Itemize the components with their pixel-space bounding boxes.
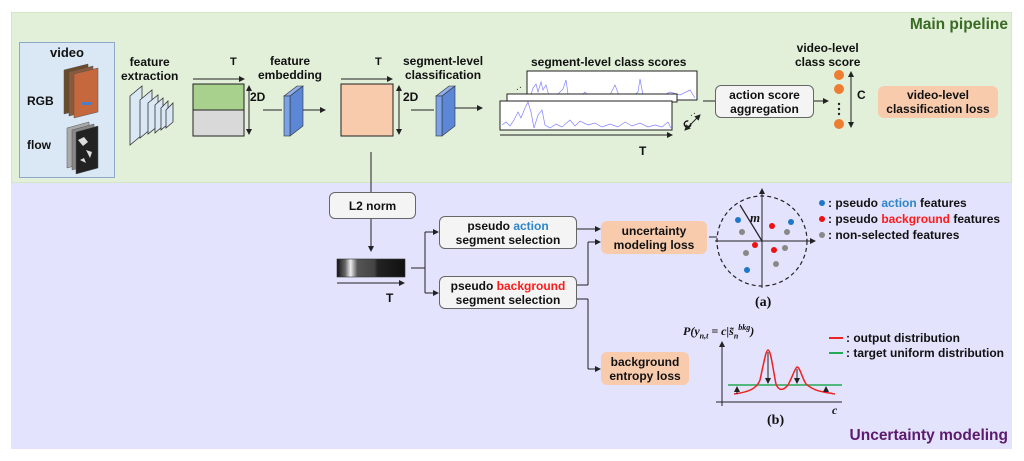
video-level-classification-loss-box: video-level classification loss <box>878 86 998 118</box>
pseudo-action-prefix: pseudo <box>467 218 514 233</box>
uncertainty-modeling-loss-box: uncertainty modeling loss <box>601 221 707 254</box>
red-line-icon <box>829 337 843 339</box>
legend-b-output: : output distribution <box>829 331 960 345</box>
svg-text:.·: .· <box>516 82 522 93</box>
legend-a-action-suffix: features <box>916 196 967 210</box>
pseudo-background-suffix: segment selection <box>455 292 561 307</box>
legend-b-target-label: : target uniform distribution <box>846 346 1004 360</box>
pseudo-background-prefix: pseudo <box>450 278 497 293</box>
video-label: video <box>50 45 84 60</box>
legend-a-action: : pseudo action features <box>819 196 967 210</box>
legend-b-output-label: : output distribution <box>846 331 960 345</box>
cnn-stack-icon <box>129 85 174 146</box>
pseudo-action-highlight: action <box>513 218 549 233</box>
subfig-b-y-label: P(yn,t = c|s̃nbkg) <box>683 323 755 341</box>
legend-a-background: : pseudo background features <box>819 212 1000 226</box>
background-entropy-loss-box: background entropy loss <box>601 352 689 385</box>
classification-layer <box>435 95 443 137</box>
legend-a-background-prefix: : pseudo <box>828 212 878 226</box>
red-dot-icon <box>819 216 825 222</box>
feature-embedding-layer <box>283 95 291 137</box>
flow-feature-block <box>192 109 245 137</box>
l2-norm-box: L2 norm <box>329 192 416 219</box>
norm-bar-t-label: T <box>386 291 394 305</box>
subfig-b-x-label: c <box>832 403 838 417</box>
subfig-a-caption: (a) <box>755 295 772 310</box>
legend-b-target: : target uniform distribution <box>829 346 1004 360</box>
class-scores-t-label: T <box>639 144 647 158</box>
distribution-plot <box>716 341 842 406</box>
legend-a-action-highlight: action <box>881 196 917 210</box>
feature-embedding-label: feature embedding <box>258 54 323 82</box>
rgb-feature-block <box>192 83 245 111</box>
pseudo-action-suffix: segment selection <box>455 232 561 247</box>
video-level-class-score-label: video-level class score <box>795 41 861 69</box>
legend-a-action-prefix: : pseudo <box>828 196 878 210</box>
2d-label-1: 2D <box>250 90 266 104</box>
flow-label: flow <box>27 138 51 152</box>
embedded-feature-block <box>340 83 394 137</box>
class-score-plots: .· .· <box>499 70 698 131</box>
legend-a-background-highlight: background <box>881 212 951 226</box>
subfig-b-caption: (b) <box>767 413 785 428</box>
t-label-1: T <box>230 56 237 68</box>
svg-text:.·: .· <box>690 108 696 119</box>
pseudo-action-selection-box: pseudo action segment selection <box>439 216 577 249</box>
pseudo-background-highlight: background <box>496 278 566 293</box>
feature-extraction-label: feature extraction <box>121 55 179 83</box>
video-class-c-label: C <box>857 88 866 102</box>
legend-a-background-suffix: features <box>950 212 1001 226</box>
t-label-2: T <box>375 56 382 68</box>
segment-classification-label: segment-level classification <box>403 54 484 82</box>
blue-dot-icon <box>819 200 825 206</box>
flow-frames-icon <box>66 121 99 175</box>
2d-label-2: 2D <box>403 90 419 104</box>
video-level-score-dots <box>834 70 844 129</box>
legend-a-nonselected: : non-selected features <box>819 228 959 242</box>
class-scores-title: segment-level class scores <box>531 55 687 69</box>
main-pipeline-title: Main pipeline <box>909 16 1008 33</box>
rgb-label: RGB <box>27 94 54 108</box>
action-score-aggregation-box: action score aggregation <box>715 85 814 118</box>
legend-a-nonselected-label: : non-selected features <box>828 228 960 242</box>
gray-dot-icon <box>819 232 825 238</box>
feature-space-plot <box>715 188 816 288</box>
green-line-icon <box>829 352 843 354</box>
pseudo-background-selection-box: pseudo background segment selection <box>439 276 577 309</box>
normalized-feature-bar <box>336 258 406 278</box>
margin-m-label: m <box>750 210 761 225</box>
uncertainty-modeling-title: Uncertainty modeling <box>849 427 1008 444</box>
rgb-frames-icon <box>63 63 99 119</box>
